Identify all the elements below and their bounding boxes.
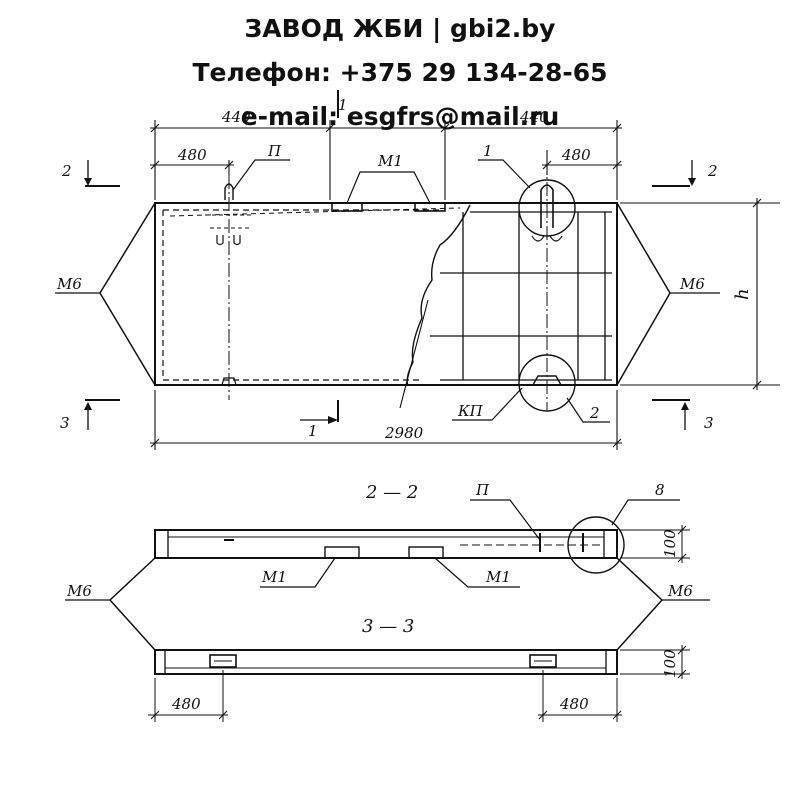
section-3-plate-left	[209, 654, 237, 668]
label-callout-8: 8	[655, 481, 665, 499]
cut-1-top: 1	[338, 96, 348, 114]
phone-line: Телефон: +375 29 134-28-65	[192, 58, 608, 87]
dim-left-480: 480	[177, 146, 207, 164]
cut-2-left: 2	[61, 162, 72, 180]
callout-circle-2	[518, 354, 576, 412]
break-line	[406, 204, 471, 387]
m1-plate-right	[414, 202, 446, 212]
section-m1-left	[324, 546, 360, 559]
m1-leader	[346, 171, 431, 204]
label-m6-right: М6	[679, 275, 705, 293]
cut-3-right: 3	[704, 414, 714, 432]
m6-sec-left	[108, 557, 156, 651]
cut-3-left: 3	[60, 414, 70, 432]
m6-sec-right	[616, 557, 664, 651]
dim-height: h	[732, 288, 753, 300]
loop-anchors-left	[216, 235, 241, 246]
label-m6-left: М6	[56, 275, 82, 293]
label-m1-right: М1	[485, 568, 511, 586]
label-m6-sec-left: М6	[66, 582, 92, 600]
dim-top-right: 440	[519, 108, 549, 126]
label-m1-plan: М1	[377, 152, 403, 170]
section-2-2	[65, 499, 710, 651]
lifting-loop-left	[224, 183, 234, 200]
label-p-plan: П	[267, 142, 282, 160]
dim-top-left: 440	[221, 108, 251, 126]
section-3-3-body	[154, 649, 618, 675]
section-title-2-2: 2 — 2	[365, 482, 418, 503]
kp-plate	[531, 375, 563, 386]
lifting-loop-right	[540, 184, 554, 228]
label-m6-sec-right: М6	[667, 582, 693, 600]
plan-dimensions	[150, 120, 780, 450]
dim-right-480: 480	[561, 146, 591, 164]
label-callout-2: 2	[589, 404, 600, 422]
dim-bottom-right-480: 480	[559, 695, 589, 713]
p-leader	[232, 159, 290, 191]
header: ЗАВОД ЖБИ | gbi2.by Телефон: +375 29 134…	[0, 0, 800, 139]
email-line: e-mail: esgfrs@mail.ru	[240, 102, 560, 131]
plan-view	[55, 159, 720, 423]
section-title-3-3: 3 — 3	[362, 616, 414, 637]
label-kp: КП	[457, 402, 484, 420]
dim-section-3-100: 100	[661, 649, 679, 678]
section-2-2-body	[154, 529, 618, 559]
callout-circle-1	[518, 179, 576, 237]
dim-bottom-left-480: 480	[171, 695, 201, 713]
drawing-labels: 440 440 480 480 2980 h П М1 1 2 КП М6 М6…	[56, 96, 753, 713]
section-m1-right	[408, 546, 444, 559]
section-3-plate-right	[529, 654, 557, 668]
m6-sling-left	[99, 202, 156, 386]
label-callout-1: 1	[483, 142, 493, 160]
cut-2-right: 2	[707, 162, 718, 180]
callout-circle-8	[567, 516, 625, 574]
cut-1-bottom: 1	[308, 422, 318, 440]
section-3-3	[148, 645, 690, 722]
dim-section-2-100: 100	[661, 529, 679, 558]
panel-outline	[154, 202, 618, 386]
hidden-contour	[162, 209, 440, 381]
hidden-contour-top	[169, 207, 461, 217]
rebar-grid	[430, 211, 612, 381]
label-p-section: П	[475, 481, 490, 499]
company-title: ЗАВОД ЖБИ | gbi2.by	[244, 14, 556, 43]
section-cut-markers	[84, 90, 696, 430]
m6-sling-right	[616, 202, 671, 386]
dim-total: 2980	[384, 424, 424, 442]
label-m1-left: М1	[261, 568, 287, 586]
